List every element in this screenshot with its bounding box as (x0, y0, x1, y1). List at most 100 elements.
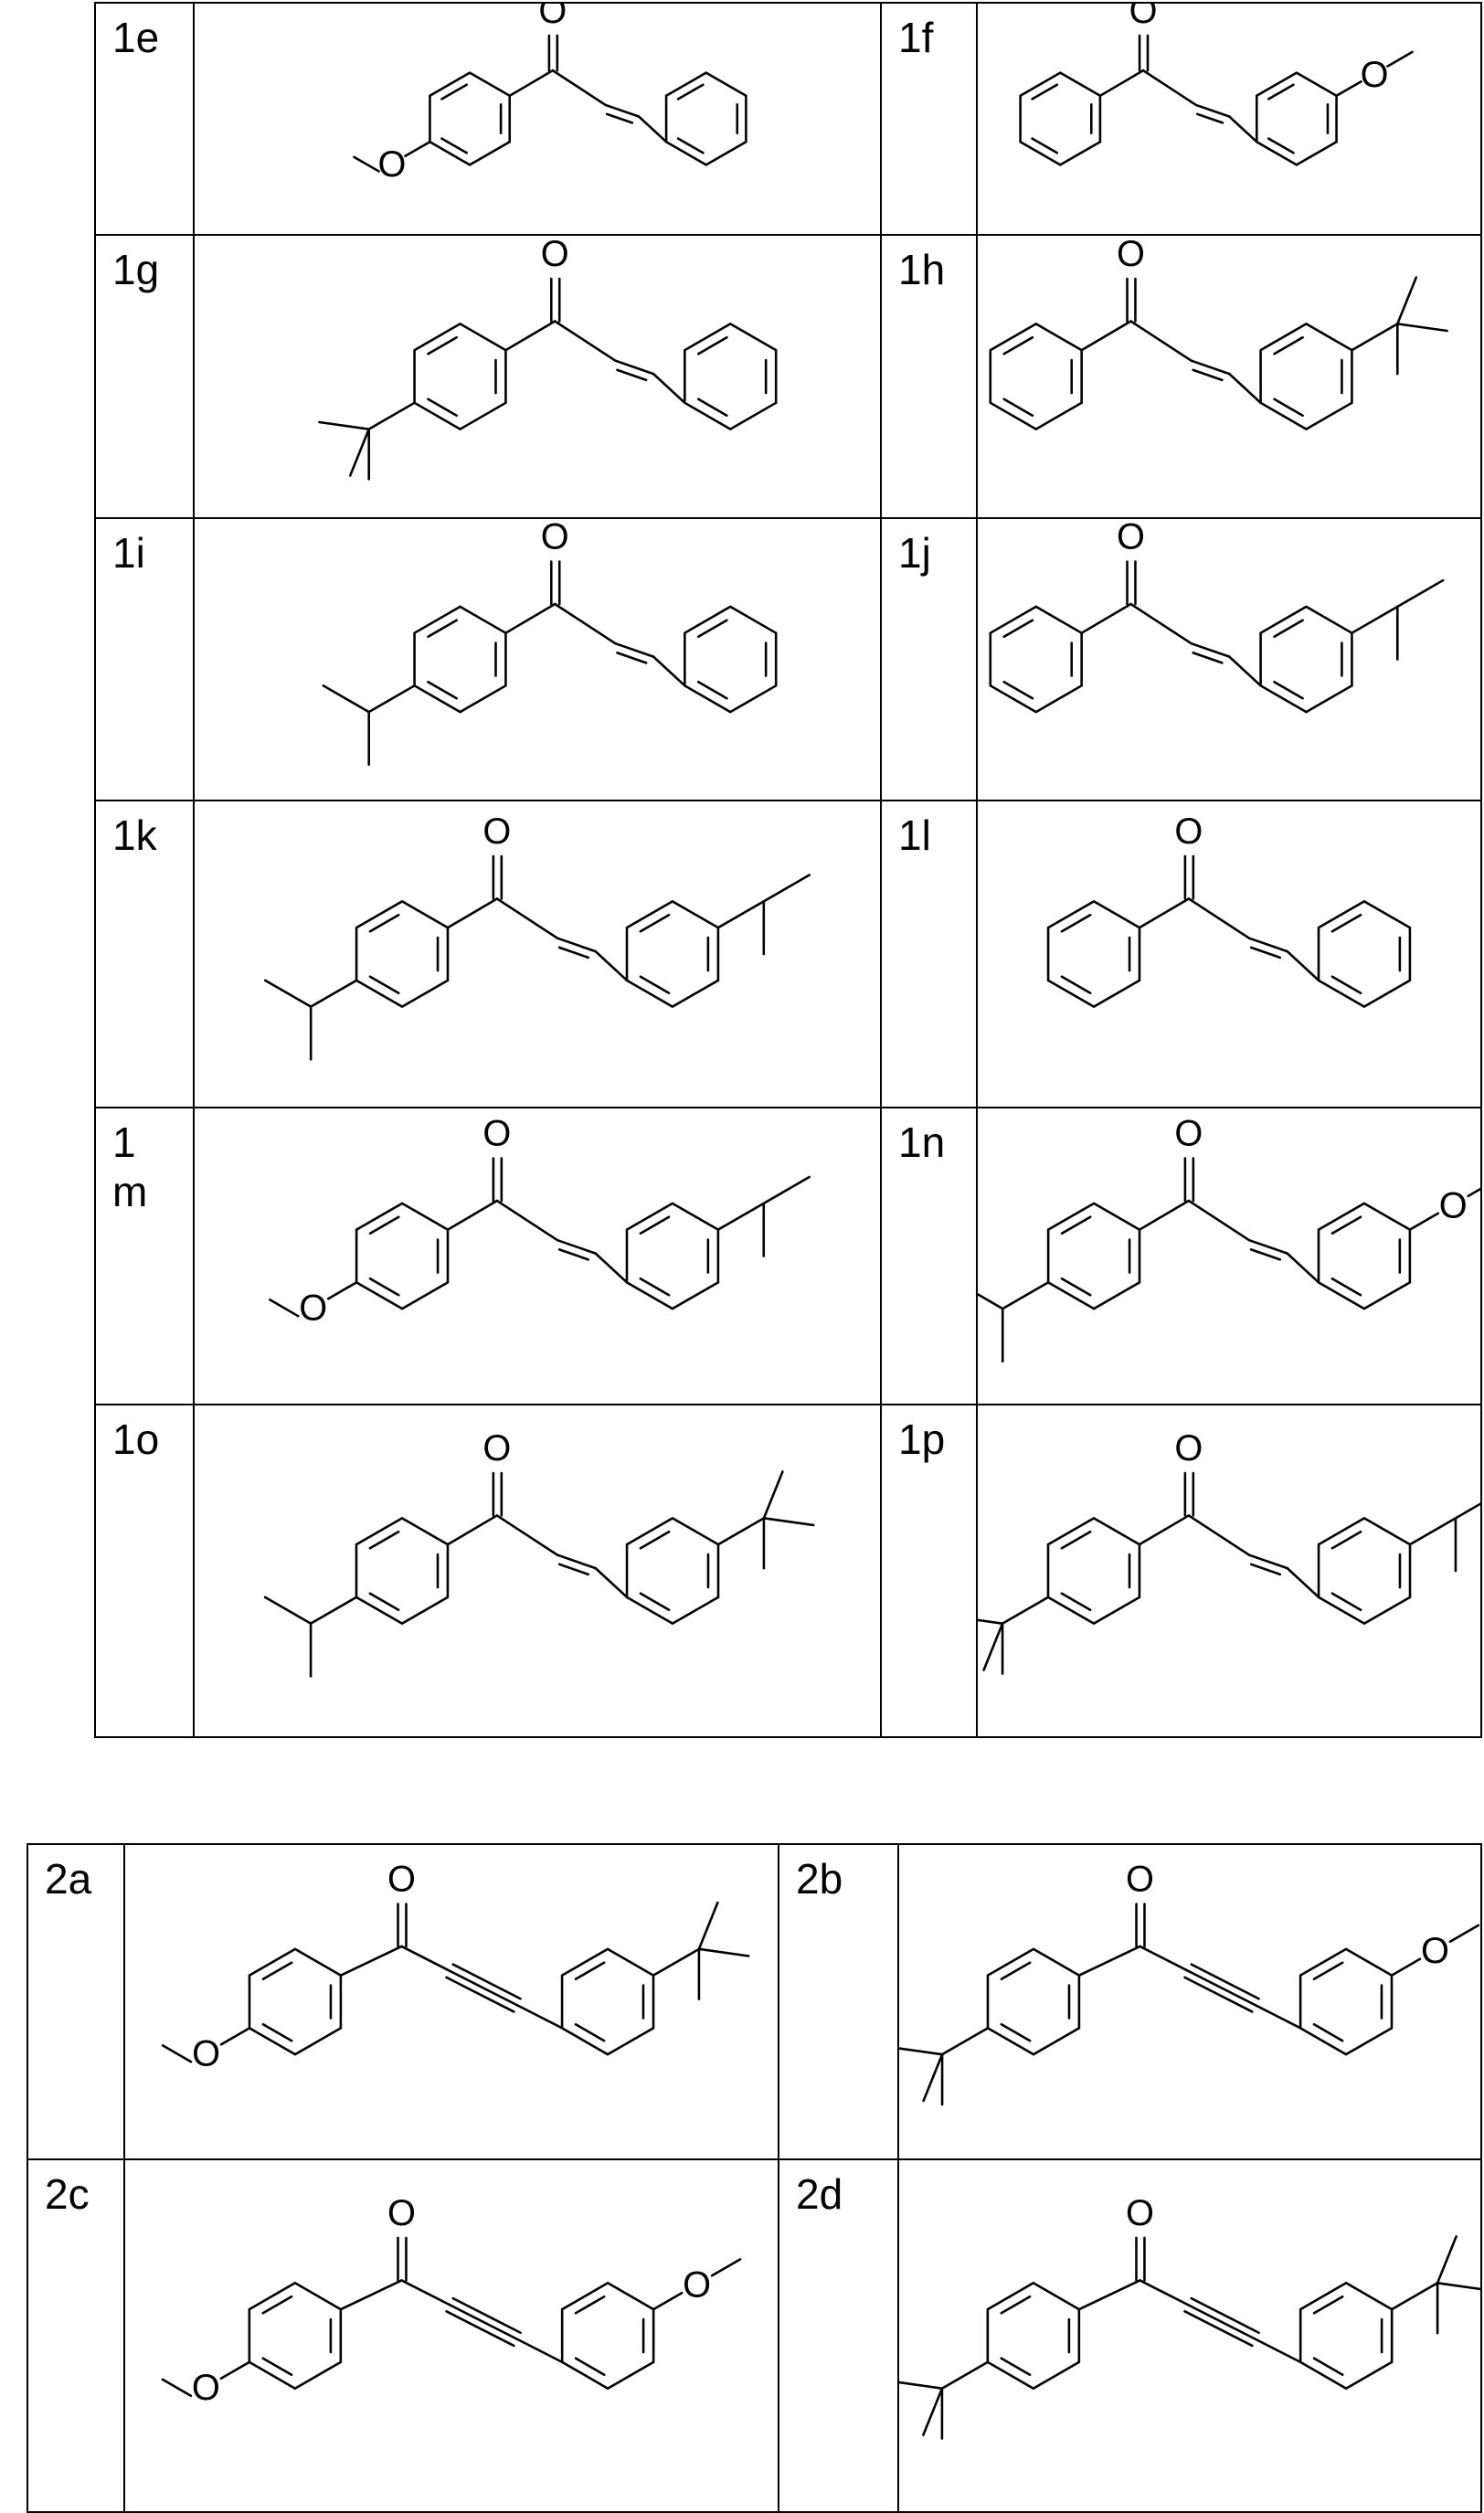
methoxy-bond (221, 2362, 249, 2379)
chain-single-bond (1140, 2280, 1188, 2305)
triple-bond (1192, 1965, 1259, 1999)
molecule-2b: OO (899, 1860, 1479, 2105)
compound-label: 1k (96, 801, 193, 860)
molecule-1l: O (1048, 811, 1410, 1007)
chain-single-bond (497, 898, 557, 938)
carbonyl-oxygen-label: O (538, 4, 567, 31)
chain-single-bond (1189, 1515, 1249, 1554)
carbonyl-oxygen-label: O (1117, 236, 1145, 274)
methyl-bond (978, 1282, 1002, 1309)
benzene-ring (1319, 1203, 1410, 1309)
molecule-1k: O (265, 811, 809, 1059)
benzene-ring (356, 1518, 448, 1623)
aryl-carbonyl-bond (1082, 321, 1131, 350)
structure-cell: O (194, 235, 881, 518)
compound-label: 1o (96, 1405, 193, 1464)
triple-bond (447, 1978, 514, 2012)
isopropyl-bond (1410, 1518, 1456, 1544)
aryl-carbonyl-bond (510, 70, 553, 96)
chain-single-bond (497, 1515, 557, 1554)
triple-bond (1185, 2311, 1253, 2346)
compound-label: 1g (96, 236, 193, 294)
methyl-bond (699, 1949, 748, 1956)
aryl-carbonyl-bond (448, 1201, 497, 1230)
compound-label: 1n (882, 1108, 976, 1167)
molecule-1o: O (265, 1428, 813, 1676)
tert-butyl-bond (1002, 1597, 1048, 1624)
compound-label-cell: 2a (27, 1844, 124, 2159)
aryl-carbonyl-bond (341, 2280, 402, 2309)
methoxy-bond (1337, 81, 1362, 96)
compound-label: 1h (882, 236, 976, 294)
chain-aryl-bond (1256, 2339, 1300, 2362)
chain-single-bond (1131, 604, 1192, 643)
chain-double-bond-inner (559, 948, 588, 958)
methoxy-bond (1410, 1214, 1438, 1230)
methyl-bond (265, 981, 311, 1007)
compound-label: 1j (882, 519, 976, 578)
chain-double-bond-inner (1251, 1564, 1280, 1575)
methyl-bond (1437, 2283, 1480, 2290)
benzene-ring (562, 2283, 653, 2388)
methyl-bond (712, 2259, 740, 2275)
aryl-carbonyl-bond (1100, 70, 1143, 96)
chain-single-bond (1140, 1946, 1189, 1971)
methoxy-bond (328, 1282, 356, 1299)
methoxy-bond (221, 2028, 249, 2044)
compound-label-cell: 1o (95, 1405, 194, 1737)
chain-single-bond (1143, 70, 1196, 105)
carbonyl-oxygen-label: O (482, 1114, 511, 1154)
benzene-ring (429, 73, 509, 165)
chain-double-bond-inner (607, 114, 632, 123)
triple-bond (453, 2298, 521, 2333)
chain-aryl-bond (517, 2339, 562, 2362)
isopropyl-bond (369, 685, 415, 712)
chain-aryl-bond (1256, 2005, 1300, 2028)
methoxy-bond (653, 2293, 682, 2309)
structure-cell: O (977, 1405, 1481, 1737)
benzene-ring (1048, 901, 1140, 1006)
structure-cell: O (977, 235, 1481, 518)
table-row: 1oO1pO (95, 1405, 1481, 1737)
molecule-1i: O (323, 519, 776, 765)
chain-double-bond-inner (559, 1249, 588, 1259)
chain-aryl-bond (1288, 1254, 1319, 1283)
structure-drawing: O (978, 1405, 1480, 1736)
molecule-1j: O (991, 519, 1443, 712)
methyl-bond (319, 422, 368, 429)
benzene-ring (1048, 1203, 1140, 1309)
compound-label-line: m (112, 1167, 193, 1216)
methyl-bond (354, 157, 378, 172)
carbonyl-oxygen-label: O (541, 236, 569, 274)
molecule-1m: OO (270, 1114, 809, 1329)
structure-drawing: OO (978, 4, 1480, 234)
molecule-1p: O (978, 1428, 1480, 1673)
table-row: 2aOO2bOO (27, 1844, 1481, 2159)
structure-cell: OO (194, 3, 881, 235)
methyl-bond (1397, 580, 1443, 607)
isopropyl-bond (311, 1597, 356, 1624)
structure-cell: OO (124, 1844, 779, 2159)
compound-label-cell: 1h (881, 235, 977, 518)
molecule-1g: O (319, 236, 776, 479)
compound-label: 1e (96, 4, 193, 62)
structure-drawing: O (978, 519, 1480, 800)
methyl-bond (163, 2380, 191, 2396)
chain-single-bond (497, 1201, 557, 1240)
structure-cell: OO (194, 1108, 881, 1405)
chain-aryl-bond (517, 2005, 562, 2028)
triple-bond (450, 2305, 517, 2339)
benzene-ring (684, 607, 776, 712)
structure-cell: OO (898, 1844, 1481, 2159)
chain-single-bond (1130, 321, 1191, 360)
isopropyl-bond (1352, 607, 1397, 633)
chain-aryl-bond (1288, 1568, 1319, 1597)
methyl-bond (764, 875, 810, 902)
aryl-carbonyl-bond (505, 321, 555, 350)
carbonyl-oxygen-label: O (482, 811, 511, 852)
structure-cell: O (194, 1405, 881, 1737)
benzene-ring (1300, 2283, 1392, 2388)
benzene-ring (1319, 1518, 1410, 1623)
structure-drawing: OO (125, 1845, 778, 2158)
benzene-ring (627, 1203, 718, 1309)
